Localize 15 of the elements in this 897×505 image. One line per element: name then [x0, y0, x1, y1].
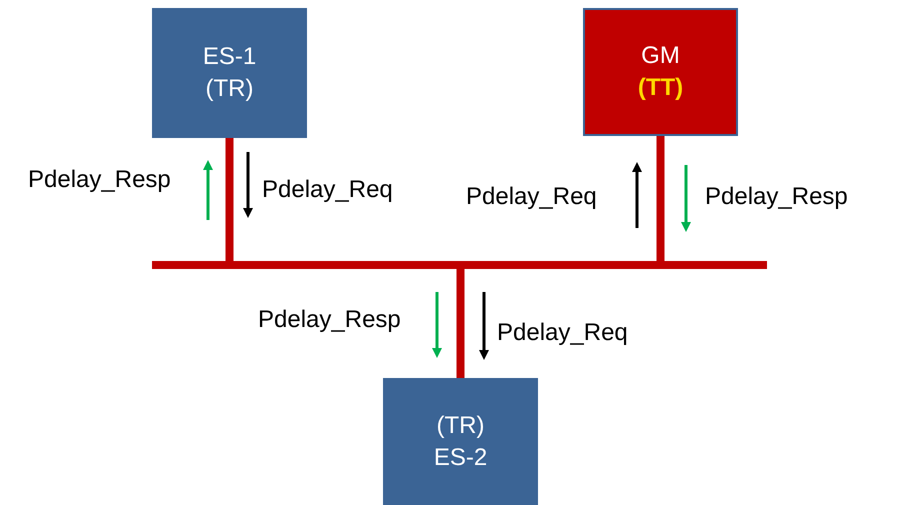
message-label: Pdelay_Req — [262, 176, 393, 204]
node-label: (TR) ES-2 — [432, 410, 488, 472]
node-label: (TT) — [638, 73, 684, 103]
message-label: Pdelay_Req — [466, 183, 597, 211]
node-label: ES-1 (TR) — [202, 42, 258, 104]
bus-bar — [152, 261, 767, 269]
message-label: Pdelay_Resp — [28, 166, 171, 194]
message-label: Pdelay_Req — [497, 319, 628, 347]
message-label: Pdelay_Resp — [258, 306, 401, 334]
node-label: GM — [641, 41, 680, 71]
grandmaster-box — [583, 8, 738, 136]
end-station-box — [383, 378, 538, 505]
message-label: Pdelay_Resp — [705, 183, 848, 211]
link-line — [226, 138, 234, 261]
end-station-box — [152, 8, 307, 138]
